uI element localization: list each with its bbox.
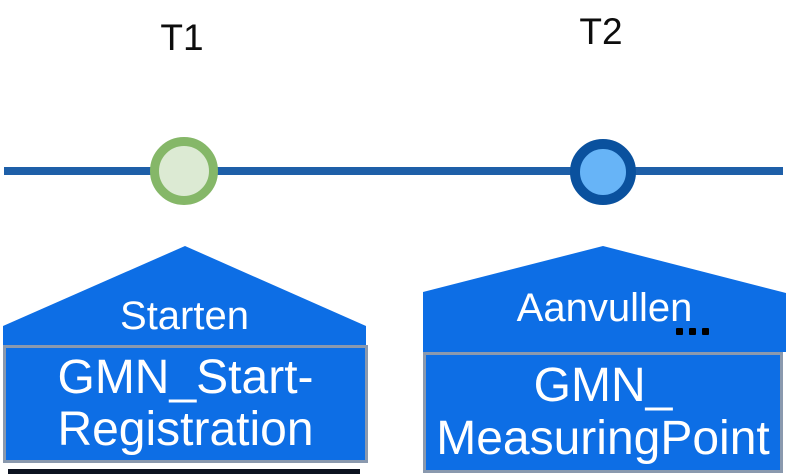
event-marker-t2-circle xyxy=(570,139,636,205)
entity-box-t1-line2: Registration xyxy=(57,403,314,456)
ellipsis-dot xyxy=(689,328,696,335)
timeline-line xyxy=(4,167,783,175)
time-label-t2: T2 xyxy=(579,11,623,52)
overflow-ellipsis-icon xyxy=(676,328,709,335)
time-label-t1: T1 xyxy=(160,17,204,58)
action-banner-t1-label: Starten xyxy=(120,294,249,338)
action-banner-t2-label: Aanvullen xyxy=(516,286,693,330)
event-marker-t1-circle xyxy=(150,137,218,205)
action-banner-t2: Aanvullen xyxy=(423,246,786,352)
entity-box-t2-line2: MeasuringPoint xyxy=(436,411,770,465)
ellipsis-dot xyxy=(676,328,683,335)
entity-box-t1: GMN_Start- Registration xyxy=(3,345,368,463)
entity-box-t2: GMN_ MeasuringPoint xyxy=(423,352,783,473)
entity-box-t2-line1: GMN_ xyxy=(533,359,673,413)
ellipsis-dot xyxy=(702,328,709,335)
action-banner-t1: Starten xyxy=(3,246,366,345)
shadow-bar xyxy=(8,469,360,474)
entity-box-t1-line1: GMN_Start- xyxy=(57,350,314,404)
